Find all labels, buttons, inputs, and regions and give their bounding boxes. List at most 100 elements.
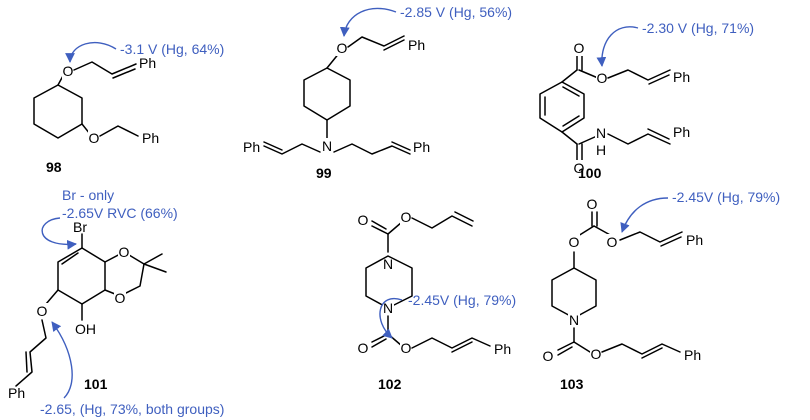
cleavage-arrow	[596, 26, 639, 67]
aromatic-bond	[562, 115, 580, 127]
compound-102: N N O O O O Ph -2.45V (Hg, 79%) 102	[357, 209, 516, 392]
atom-o: O	[358, 212, 369, 228]
double-bond	[641, 347, 663, 359]
potential-annotation: -2.30 V (Hg, 71%)	[642, 20, 754, 36]
annotation-both-groups: -2.65, (Hg, 73%, both groups)	[40, 401, 224, 417]
allyl-chain	[601, 343, 681, 355]
allyl-chain	[619, 231, 683, 243]
atom-ph: Ph	[673, 69, 690, 85]
atom-oh: OH	[75, 321, 96, 337]
double-bond	[61, 252, 79, 265]
atom-o: O	[591, 346, 602, 362]
double-bond	[451, 341, 473, 353]
atom-o: O	[574, 160, 585, 176]
carbonyl-bond	[371, 338, 387, 348]
carbonyl-bond	[371, 220, 387, 230]
allyl-chain-left	[263, 143, 321, 155]
double-bond	[660, 236, 682, 247]
double-bond	[263, 141, 283, 151]
carbonate-bond	[577, 225, 595, 237]
carbonyl-bond	[371, 333, 389, 343]
ester-bond	[578, 69, 599, 79]
allyl-chain	[73, 61, 137, 75]
cleavage-arrow	[620, 197, 669, 233]
allyl-chain	[411, 215, 473, 229]
ester-bond	[573, 341, 591, 353]
atom-n: N	[383, 256, 393, 272]
atom-ph: Ph	[142, 130, 159, 146]
atom-o: O	[37, 303, 48, 319]
cleavage-arrow-br	[41, 217, 77, 250]
compound-label: 102	[378, 376, 402, 392]
atom-ph: Ph	[494, 341, 511, 357]
bond-ring-co	[561, 131, 578, 145]
piperidine-ring	[551, 267, 597, 319]
atom-o: O	[89, 130, 100, 146]
double-bond	[454, 211, 474, 222]
atom-ph: Ph	[673, 124, 690, 140]
compound-label: 103	[560, 376, 584, 392]
ester-bond	[387, 221, 403, 235]
atom-o: O	[401, 209, 412, 225]
atom-ph: Ph	[139, 55, 156, 71]
atom-n: N	[383, 300, 393, 316]
cleavage-arrow	[65, 41, 117, 63]
atom-ph: Ph	[8, 385, 25, 401]
potential-annotation: -3.1 V (Hg, 64%)	[120, 41, 224, 57]
compound-100: O O Ph O N H Ph -2.30 V (Hg, 71%) 100	[539, 20, 754, 181]
atom-n: N	[596, 125, 606, 141]
compound-103: O O O Ph N O O Ph -2.45V (Hg, 79%) 103	[542, 189, 780, 392]
cleavage-arrow	[379, 297, 403, 339]
atom-o: O	[115, 290, 126, 306]
atom-h: H	[596, 142, 606, 158]
cyclohexane-ring	[303, 67, 351, 121]
compound-98: O Ph O Ph -3.1 V (Hg, 64%) 98	[33, 41, 224, 175]
allyl-chain-right	[333, 143, 411, 155]
compound-label: 100	[578, 165, 602, 181]
atom-o: O	[607, 234, 618, 250]
atom-o: O	[358, 340, 369, 356]
potential-annotation: -2.85 V (Hg, 56%)	[400, 4, 512, 20]
amide-bond	[578, 135, 598, 145]
atom-ph: Ph	[413, 139, 430, 155]
allyl-chain	[607, 69, 671, 81]
aromatic-bond	[562, 86, 580, 97]
bond-ring-co	[561, 69, 578, 83]
atom-n: N	[322, 138, 332, 154]
double-bond	[391, 141, 411, 151]
bond-c-o	[45, 289, 59, 305]
atom-o: O	[569, 234, 580, 250]
atom-o: O	[574, 40, 585, 56]
atom-o: O	[337, 40, 348, 56]
cyclohexane-ring	[33, 84, 83, 139]
atom-o: O	[597, 70, 608, 86]
compound-label: 98	[46, 159, 62, 175]
annotation-br-only: Br - only	[62, 187, 114, 203]
benzyl-chain	[99, 125, 139, 137]
double-bond	[25, 351, 28, 373]
allyl-chain	[411, 337, 491, 349]
potential-annotation: -2.45V (Hg, 79%)	[408, 292, 516, 308]
cleavage-arrow	[339, 7, 397, 37]
allyl-chain	[607, 133, 671, 145]
atom-ph: Ph	[243, 139, 260, 155]
carbonyl-bond	[557, 346, 573, 356]
atom-o: O	[119, 244, 130, 260]
piperazine-ring	[365, 255, 413, 309]
atom-o: O	[63, 63, 74, 79]
allyl-chain	[347, 35, 405, 48]
atom-o: O	[587, 196, 598, 212]
methyl-bond	[143, 253, 163, 265]
atom-ph: Ph	[686, 232, 703, 248]
compound-label: 101	[84, 376, 108, 392]
atom-br: Br	[73, 219, 87, 235]
cleavage-arrow-allyl	[51, 321, 73, 399]
double-bond	[383, 39, 405, 51]
potential-annotation: -2.45V (Hg, 79%)	[672, 189, 780, 205]
compound-label: 99	[316, 165, 332, 181]
allyl-chain	[15, 319, 47, 387]
compound-101: Br O O OH O Ph Br - only -2.65V RVC (66%…	[8, 187, 224, 417]
atom-n: N	[569, 312, 579, 328]
